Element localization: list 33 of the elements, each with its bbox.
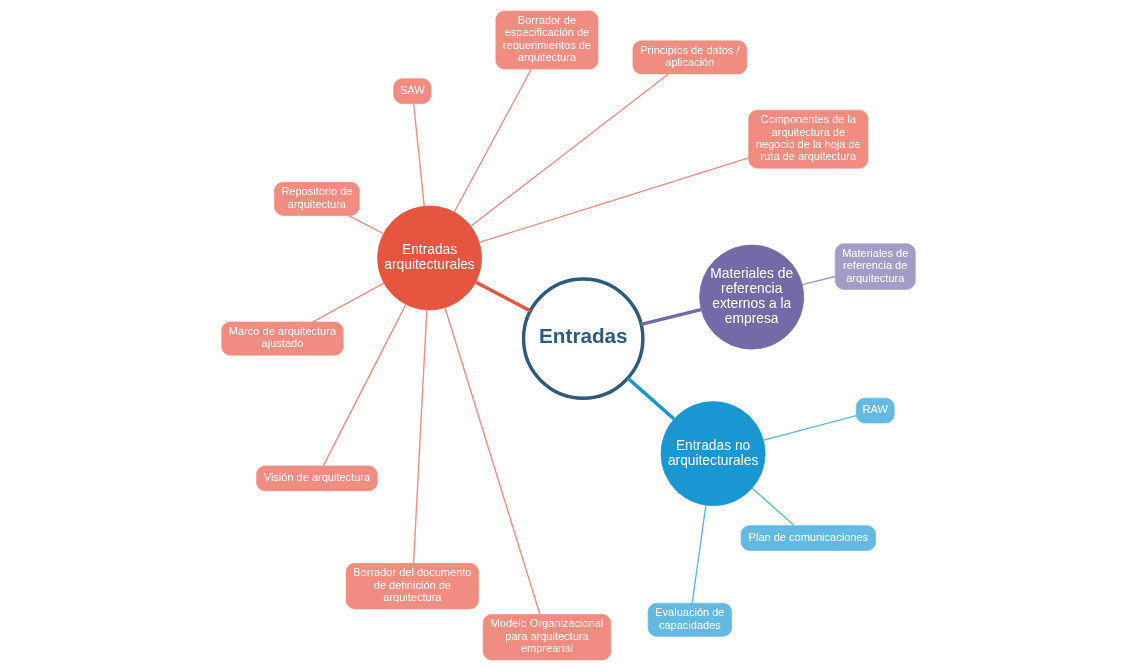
connector xyxy=(444,307,541,615)
connector xyxy=(751,487,795,527)
connector xyxy=(691,504,707,604)
connector xyxy=(801,275,836,286)
connector xyxy=(412,102,425,207)
connector xyxy=(640,307,702,326)
connector xyxy=(626,376,676,421)
node-box: Visión de arquitectura xyxy=(256,465,378,492)
node-box: Borrador de especificación de requerimientos de arquitectura xyxy=(495,10,599,70)
connector xyxy=(453,68,532,213)
node-box: RAW xyxy=(855,397,895,424)
node-box: Borrador del documento de definición de arquitectura xyxy=(345,563,479,610)
connector xyxy=(412,309,428,564)
connector xyxy=(478,157,750,244)
connector xyxy=(475,280,532,313)
node-circle: Entradas xyxy=(521,277,645,400)
node-box: SAW xyxy=(393,78,432,104)
node-box: Evaluación de capacidades xyxy=(647,602,732,637)
connector xyxy=(762,414,857,441)
node-circle: Entradas arquitecturales xyxy=(377,205,482,311)
node-circle: Materiales de referencia externos a la empresa xyxy=(699,244,805,350)
node-circle: Entradas no arquitecturales xyxy=(660,401,766,507)
node-box: Plan de comunicaciones xyxy=(740,525,876,551)
node-box: Componentes de la arquitectura de negocio de la hoja de ruta de arquitectura xyxy=(748,109,869,169)
connector xyxy=(470,73,669,227)
connector xyxy=(348,214,385,235)
connector xyxy=(322,303,407,467)
node-box: Principios de datos / aplicación xyxy=(632,40,748,75)
node-box: Marco de arquitectura ajustado xyxy=(221,321,344,356)
node-box: Repositorio de arquitectura xyxy=(274,181,360,216)
node-box: Modelo Organizacional para arquitectura emprearial xyxy=(482,614,612,661)
connector xyxy=(312,282,385,323)
node-box: Materiales de referencia de arquitectura xyxy=(834,243,916,290)
